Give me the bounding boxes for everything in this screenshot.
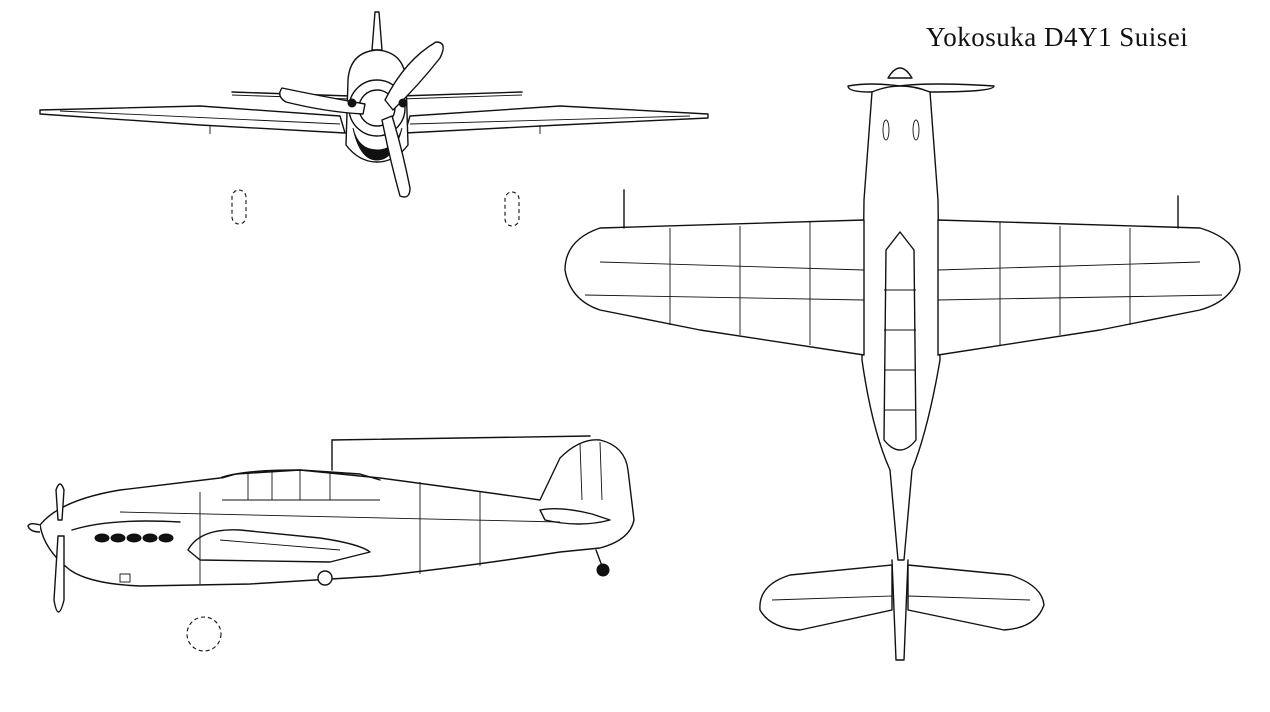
side-view-exhaust-stacks [94,533,174,543]
plan-view-spinner [887,67,913,79]
plan-view-tailplane [759,564,1045,631]
side-view-propeller-upper [55,483,65,521]
side-view-tailwheel [596,563,610,577]
side-view-wing [187,529,371,563]
side-view-spinner [27,523,41,533]
side-view-wheel-outline [186,616,222,652]
plan-view [564,67,1241,661]
side-view-propeller-lower [53,535,65,613]
front-view-propeller-blade-top [384,41,444,111]
plan-view-left-wing [564,219,865,356]
front-view-left-wheel-outline [231,189,247,225]
plan-view-right-wing [937,219,1241,356]
front-view [39,11,709,227]
side-view-antenna-wire [331,435,591,441]
plan-view-canopy [883,231,917,451]
front-view-left-wing [39,105,346,134]
drawing-title: Yokosuka D4Y1 Suisei [926,22,1189,52]
front-view-fin [371,11,383,51]
front-view-propeller-blade-left [279,87,366,115]
front-view-right-wheel-outline [504,191,520,227]
side-view [27,435,635,652]
plan-view-fuselage [861,85,941,561]
side-view-tailplane [539,507,611,525]
front-view-propeller-blade-bottom [381,115,411,198]
